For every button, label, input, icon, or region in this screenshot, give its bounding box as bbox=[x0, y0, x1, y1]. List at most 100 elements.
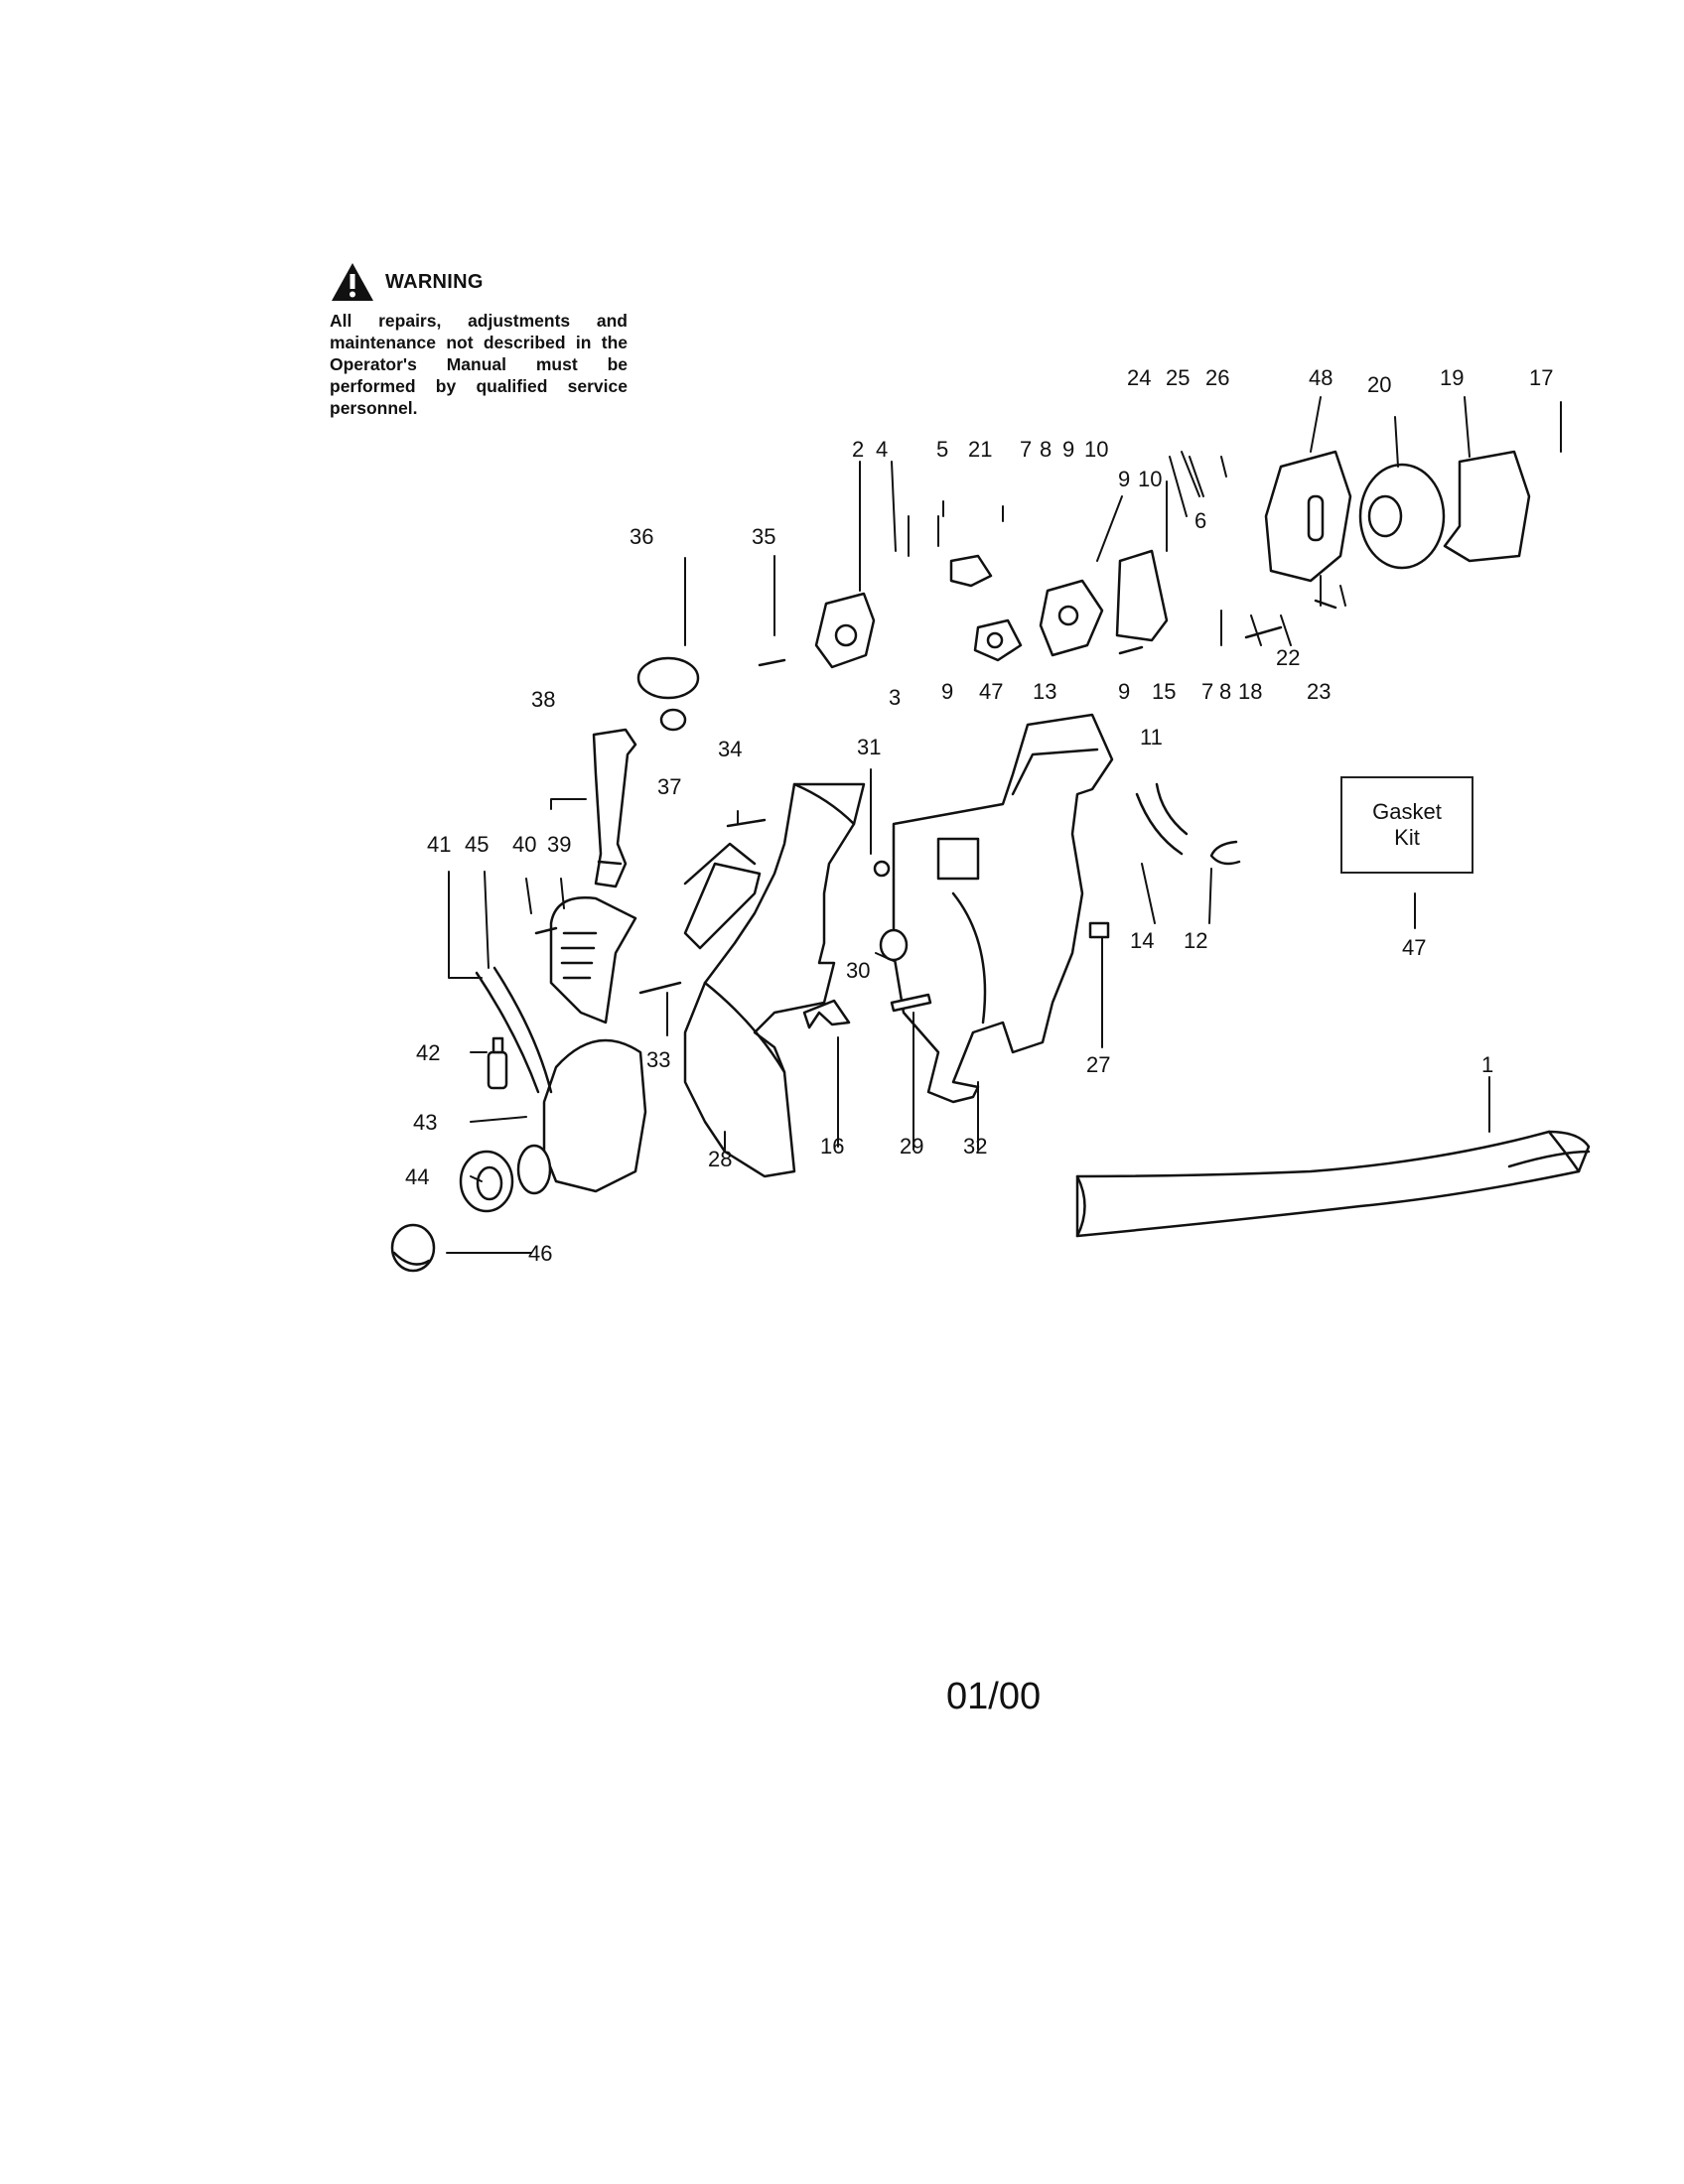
screw-part bbox=[758, 658, 786, 667]
callout-label: 43 bbox=[413, 1110, 437, 1135]
callout-label: 35 bbox=[752, 524, 775, 549]
grommet-part bbox=[873, 860, 891, 878]
callout-label: 31 bbox=[857, 735, 881, 759]
callout-label: 45 bbox=[465, 832, 489, 857]
shim-part bbox=[1088, 921, 1110, 939]
spark-wire-part bbox=[1135, 792, 1184, 856]
callout-label: 3 bbox=[889, 685, 901, 710]
carburetor-body-part bbox=[1039, 579, 1104, 657]
callout-label: 2 bbox=[852, 437, 864, 462]
callout-label: 47 bbox=[979, 679, 1003, 704]
callout-label: 48 bbox=[1309, 365, 1333, 390]
callout-label: 9 bbox=[1062, 437, 1074, 462]
callout-label: 4 bbox=[876, 437, 888, 462]
retaining-ring-part bbox=[1209, 840, 1241, 866]
carb-gasket-part bbox=[973, 618, 1023, 662]
callout-label: 30 bbox=[846, 958, 870, 983]
filter-cover-part bbox=[1443, 450, 1531, 563]
callout-label: 13 bbox=[1033, 679, 1056, 704]
callout-label: 15 bbox=[1152, 679, 1176, 704]
callout-label: 18 bbox=[1238, 679, 1262, 704]
gasket-kit-label: Gasket Kit bbox=[1372, 799, 1442, 850]
callout-label: 28 bbox=[708, 1147, 732, 1171]
callout-label: 24 bbox=[1127, 365, 1151, 390]
callout-label: 46 bbox=[528, 1241, 552, 1266]
callout-label: 44 bbox=[405, 1164, 429, 1189]
carburetor-part bbox=[814, 592, 876, 669]
callout-labels: 1 2 3 4 5 6 7 7 8 8 9 9 9 9 10 10 11 12 … bbox=[405, 365, 1553, 1266]
callout-label: 38 bbox=[531, 687, 555, 712]
housing-half-part bbox=[892, 713, 1114, 1104]
tube-clamp-part bbox=[636, 656, 700, 700]
warning-title: WARNING bbox=[385, 270, 484, 293]
callout-label: 5 bbox=[936, 437, 948, 462]
callout-label: 16 bbox=[820, 1134, 844, 1159]
fuel-line-part bbox=[492, 966, 553, 1094]
fuel-tank-part bbox=[516, 1038, 647, 1195]
callout-label: 7 bbox=[1020, 437, 1032, 462]
adapter-plate-part bbox=[1115, 549, 1169, 642]
callout-label: 25 bbox=[1166, 365, 1190, 390]
screw-part bbox=[638, 981, 682, 995]
leader-lines bbox=[446, 396, 1562, 1254]
callout-label: 39 bbox=[547, 832, 571, 857]
spark-wire-part bbox=[1155, 782, 1189, 836]
callout-label: 33 bbox=[646, 1047, 670, 1072]
knob-part bbox=[659, 708, 687, 732]
callout-label: 20 bbox=[1367, 372, 1391, 397]
handle-part bbox=[592, 728, 637, 888]
callout-label: 1 bbox=[1481, 1052, 1493, 1077]
revision-date: 01/00 bbox=[946, 1676, 1042, 1717]
screw-part bbox=[1244, 625, 1283, 639]
air-box-part bbox=[1264, 450, 1352, 583]
callout-label: 32 bbox=[963, 1134, 987, 1159]
callout-label: 22 bbox=[1276, 645, 1300, 670]
screw-part bbox=[726, 818, 767, 828]
callout-label: 14 bbox=[1130, 928, 1154, 953]
fuel-filter-part bbox=[487, 1036, 508, 1090]
callout-label: 10 bbox=[1084, 437, 1108, 462]
warning-triangle-icon bbox=[332, 263, 373, 301]
callout-label: 26 bbox=[1205, 365, 1229, 390]
air-filter-cover-part bbox=[549, 896, 637, 1024]
callout-label: 9 bbox=[1118, 467, 1130, 491]
callout-label: 21 bbox=[968, 437, 992, 462]
screw-part bbox=[534, 926, 558, 935]
tank-gasket-part bbox=[459, 1150, 514, 1213]
callout-label: 17 bbox=[1529, 365, 1553, 390]
callout-label: 36 bbox=[630, 524, 653, 549]
callout-label: 10 bbox=[1138, 467, 1162, 491]
callout-label: 11 bbox=[1140, 725, 1163, 750]
filter-element-part bbox=[1358, 463, 1446, 570]
callout-label: 41 bbox=[427, 832, 451, 857]
blower-tube-part bbox=[1075, 1130, 1591, 1238]
callout-label: 9 bbox=[941, 679, 953, 704]
callout-label: 34 bbox=[718, 737, 742, 761]
callout-label: 27 bbox=[1086, 1052, 1110, 1077]
fuel-cap-part bbox=[390, 1223, 436, 1273]
warning-text: All repairs, adjustments and maintenance… bbox=[330, 311, 628, 418]
warning-notice: WARNING All repairs, adjustments and mai… bbox=[330, 260, 628, 419]
callout-label: 6 bbox=[1194, 508, 1206, 533]
callout-label: 9 bbox=[1118, 679, 1130, 704]
callout-label: 47 bbox=[1402, 935, 1426, 960]
callout-label: 19 bbox=[1440, 365, 1464, 390]
fuel-line-part bbox=[475, 971, 540, 1094]
callout-label: 23 bbox=[1307, 679, 1331, 704]
callout-label: 12 bbox=[1184, 928, 1207, 953]
callout-label: 29 bbox=[900, 1134, 923, 1159]
callout-label: 37 bbox=[657, 774, 681, 799]
warning-header: WARNING bbox=[330, 260, 628, 304]
fan-part bbox=[879, 928, 909, 962]
callout-label: 7 bbox=[1201, 679, 1213, 704]
callout-label: 42 bbox=[416, 1040, 440, 1065]
callout-label: 40 bbox=[512, 832, 536, 857]
screw-part bbox=[1314, 599, 1337, 610]
throttle-plate-part bbox=[949, 554, 993, 588]
pin-part bbox=[890, 993, 932, 1013]
callout-label: 8 bbox=[1219, 679, 1231, 704]
latch-part bbox=[802, 999, 851, 1029]
screw-part bbox=[1118, 645, 1144, 655]
gasket-kit-box: Gasket Kit bbox=[1340, 776, 1474, 874]
